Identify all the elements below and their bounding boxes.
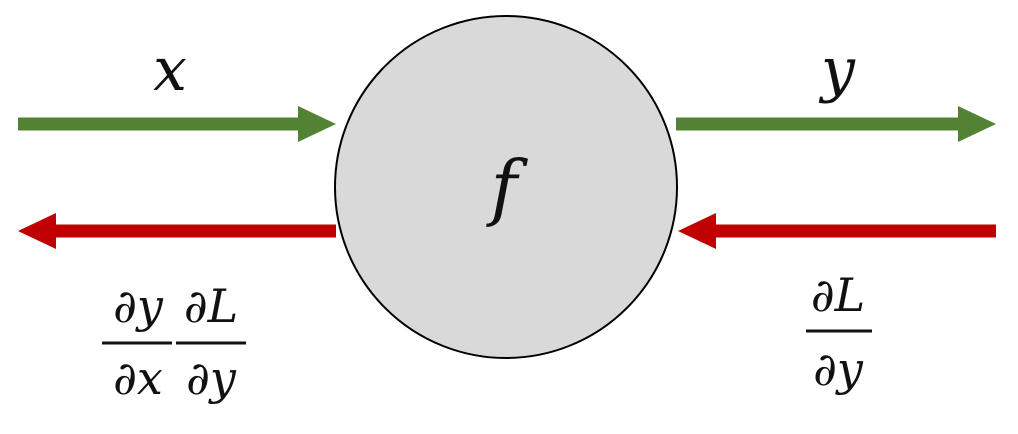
downstream-factor-denominator: ∂y — [186, 351, 237, 405]
forward-output-arrow — [676, 106, 996, 142]
local-gradient-fraction: ∂y ∂x — [102, 279, 172, 405]
local-gradient-denominator: ∂x — [113, 351, 163, 405]
upstream-gradient-denominator: ∂y — [813, 342, 864, 396]
downstream-upstream-factor-fraction: ∂L ∂y — [176, 279, 246, 405]
local-gradient-numerator: ∂y — [113, 279, 164, 333]
upstream-gradient-fraction: ∂L ∂y — [806, 268, 872, 396]
function-node — [334, 15, 678, 359]
upstream-gradient-numerator: ∂L — [811, 268, 865, 322]
output-variable-label: y — [818, 35, 856, 105]
backward-downstream-arrow — [18, 213, 336, 249]
forward-input-arrow — [18, 106, 336, 142]
input-variable-label: x — [153, 35, 187, 105]
downstream-factor-numerator: ∂L — [184, 279, 238, 333]
backward-upstream-arrow — [678, 213, 996, 249]
